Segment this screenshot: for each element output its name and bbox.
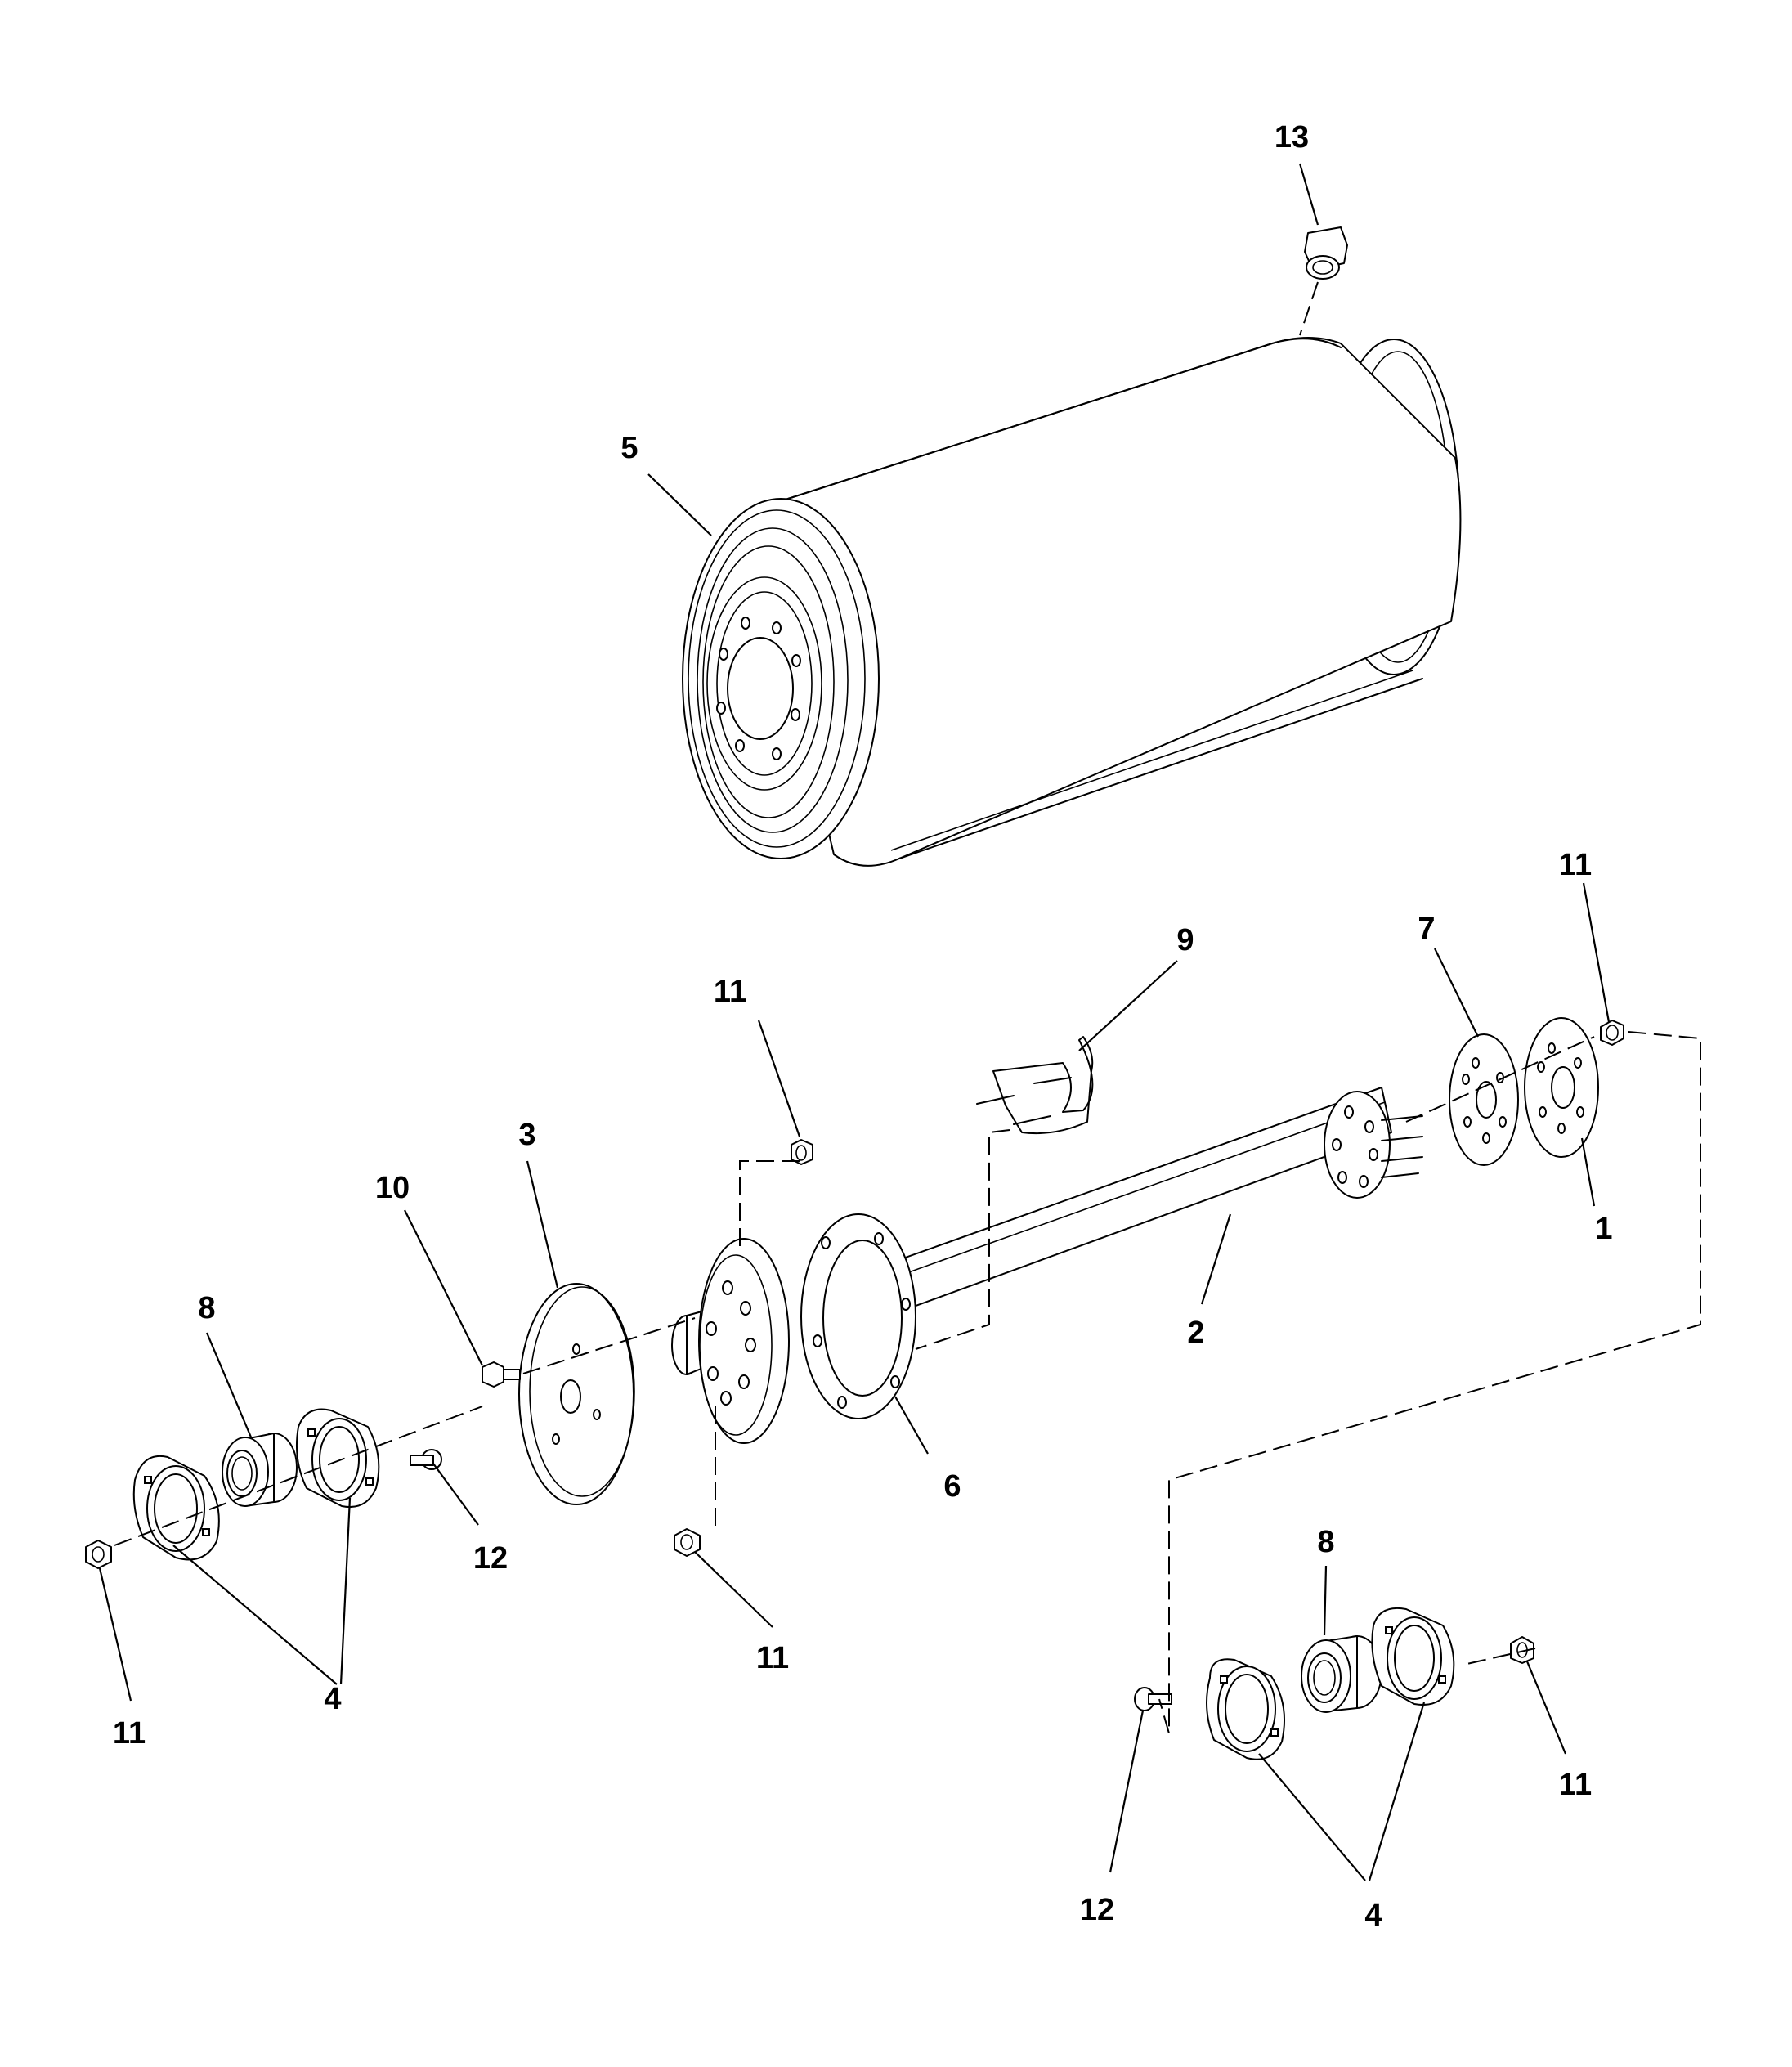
callout-2: 2 — [1187, 1316, 1204, 1350]
callout-labels: 13 5 11 9 7 11 1 3 10 2 8 6 12 11 4 11 8… — [113, 120, 1613, 1933]
carriage-bolt-left — [410, 1449, 442, 1470]
callout-5: 5 — [620, 431, 638, 465]
callout-11: 11 — [113, 1716, 146, 1751]
grease-fitting — [1299, 226, 1348, 336]
callout-4: 4 — [1364, 1899, 1382, 1933]
callout-6: 6 — [943, 1469, 961, 1504]
disc-plate-3 — [518, 1283, 635, 1505]
callout-8: 8 — [1317, 1525, 1334, 1559]
callout-12: 12 — [1080, 1893, 1114, 1927]
roller-drum — [682, 337, 1462, 867]
flange-nut-lower-mid — [674, 1528, 701, 1557]
flange-housing-right-inner — [1371, 1607, 1455, 1706]
flange-housing-left-inner — [296, 1408, 380, 1508]
callout-11: 11 — [1559, 848, 1592, 882]
callout-7: 7 — [1418, 912, 1435, 946]
callout-4: 4 — [324, 1682, 341, 1716]
bearing-right — [1301, 1635, 1382, 1713]
spacer-clip — [976, 1036, 1094, 1135]
spacer-plate-6 — [800, 1213, 916, 1419]
hub-flange-right — [1324, 1091, 1423, 1199]
assembly-center-lines — [114, 1031, 1701, 1734]
bearing-left — [222, 1433, 298, 1507]
carriage-bolt-right — [1134, 1687, 1172, 1711]
plate-7 — [1449, 1034, 1519, 1166]
callout-11: 11 — [714, 975, 746, 1009]
callout-11: 11 — [1559, 1768, 1592, 1802]
flange-housing-right-outer — [1206, 1658, 1286, 1760]
bolt-10 — [482, 1361, 521, 1388]
flange-nut-far-left — [85, 1540, 112, 1569]
callout-11: 11 — [756, 1641, 789, 1675]
callout-8: 8 — [198, 1291, 215, 1325]
plate-1 — [1524, 1017, 1599, 1158]
flange-nut-mid — [791, 1139, 813, 1165]
flange-nut-top-right — [1600, 1020, 1624, 1046]
callout-12: 12 — [473, 1541, 508, 1576]
callout-3: 3 — [518, 1118, 535, 1152]
flange-housing-left-outer — [132, 1455, 220, 1561]
callout-13: 13 — [1275, 120, 1309, 155]
leader-lines — [98, 163, 1611, 1881]
callout-10: 10 — [375, 1171, 410, 1205]
callout-1: 1 — [1595, 1212, 1612, 1246]
callout-9: 9 — [1176, 923, 1194, 957]
hub-flange-left — [698, 1238, 790, 1444]
